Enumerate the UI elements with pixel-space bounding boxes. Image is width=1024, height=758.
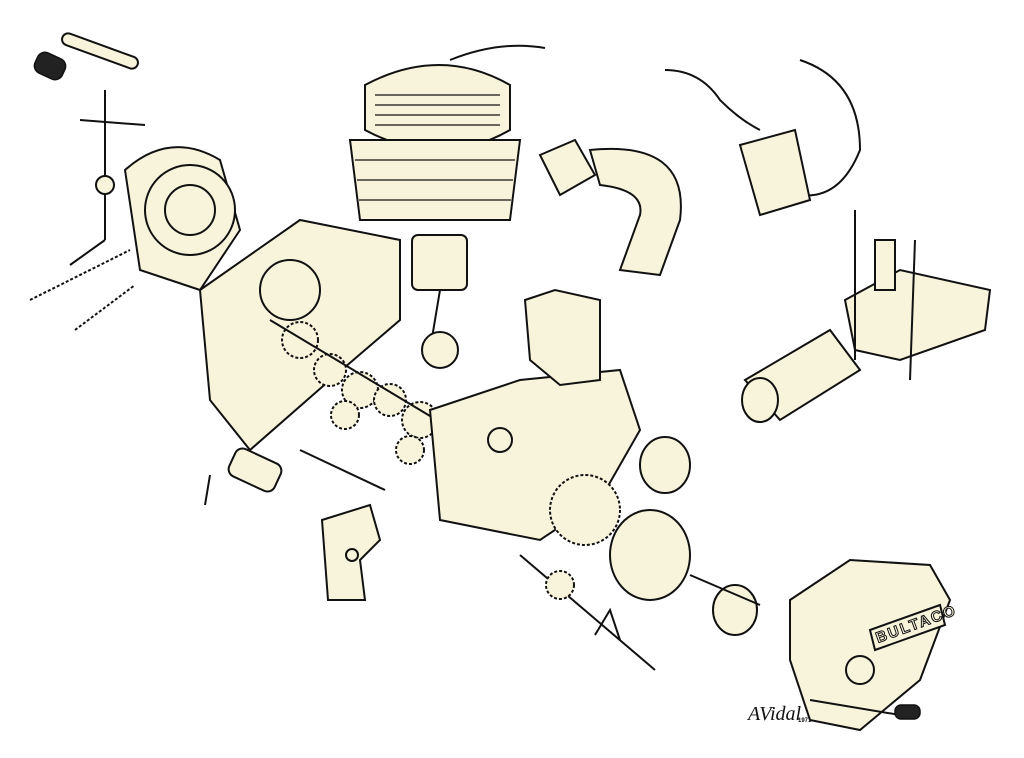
gear-lever-assembly [33,32,146,266]
clutch-assembly [549,436,761,636]
clutch-cover: BULTACO [789,558,960,732]
piston [411,234,468,369]
svg-text:AVidal: AVidal [746,703,802,725]
ignition-coil [664,59,862,217]
svg-text:1971: 1971 [798,718,812,724]
selector-drum [204,447,386,506]
drive-chain [29,249,136,331]
artist-signature: AVidal 1971 [746,703,812,725]
cylinder-barrel [348,139,522,221]
carburettor [741,210,992,423]
gearbox-gears [269,319,471,465]
cylinder-head [364,44,546,151]
exhaust-pipe [538,138,682,277]
kickstart-shaft [519,554,656,671]
engine-mount-bracket [320,503,382,601]
